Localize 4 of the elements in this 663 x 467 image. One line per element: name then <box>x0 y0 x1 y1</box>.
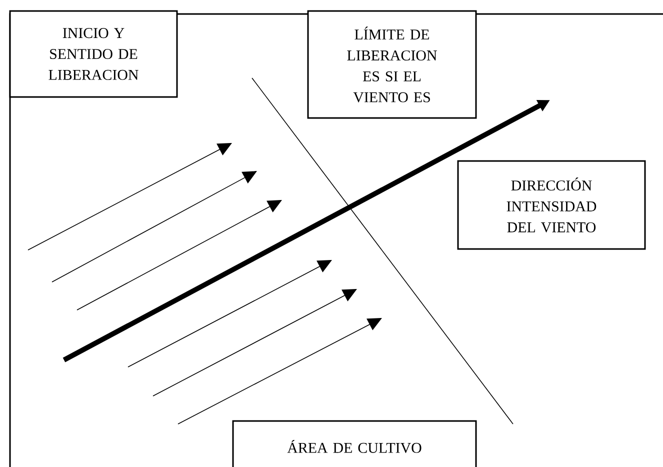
text-box: LÍMITE DE LIBERACION ES SI EL VIENTO ES <box>307 10 477 119</box>
text-box: DIRECCIÓN INTENSIDAD DEL VIENTO <box>457 160 646 250</box>
text-box: ÁREA DE CULTIVO <box>232 420 477 467</box>
text-box: INICIO Y SENTIDO DE LIBERACION <box>9 10 178 98</box>
